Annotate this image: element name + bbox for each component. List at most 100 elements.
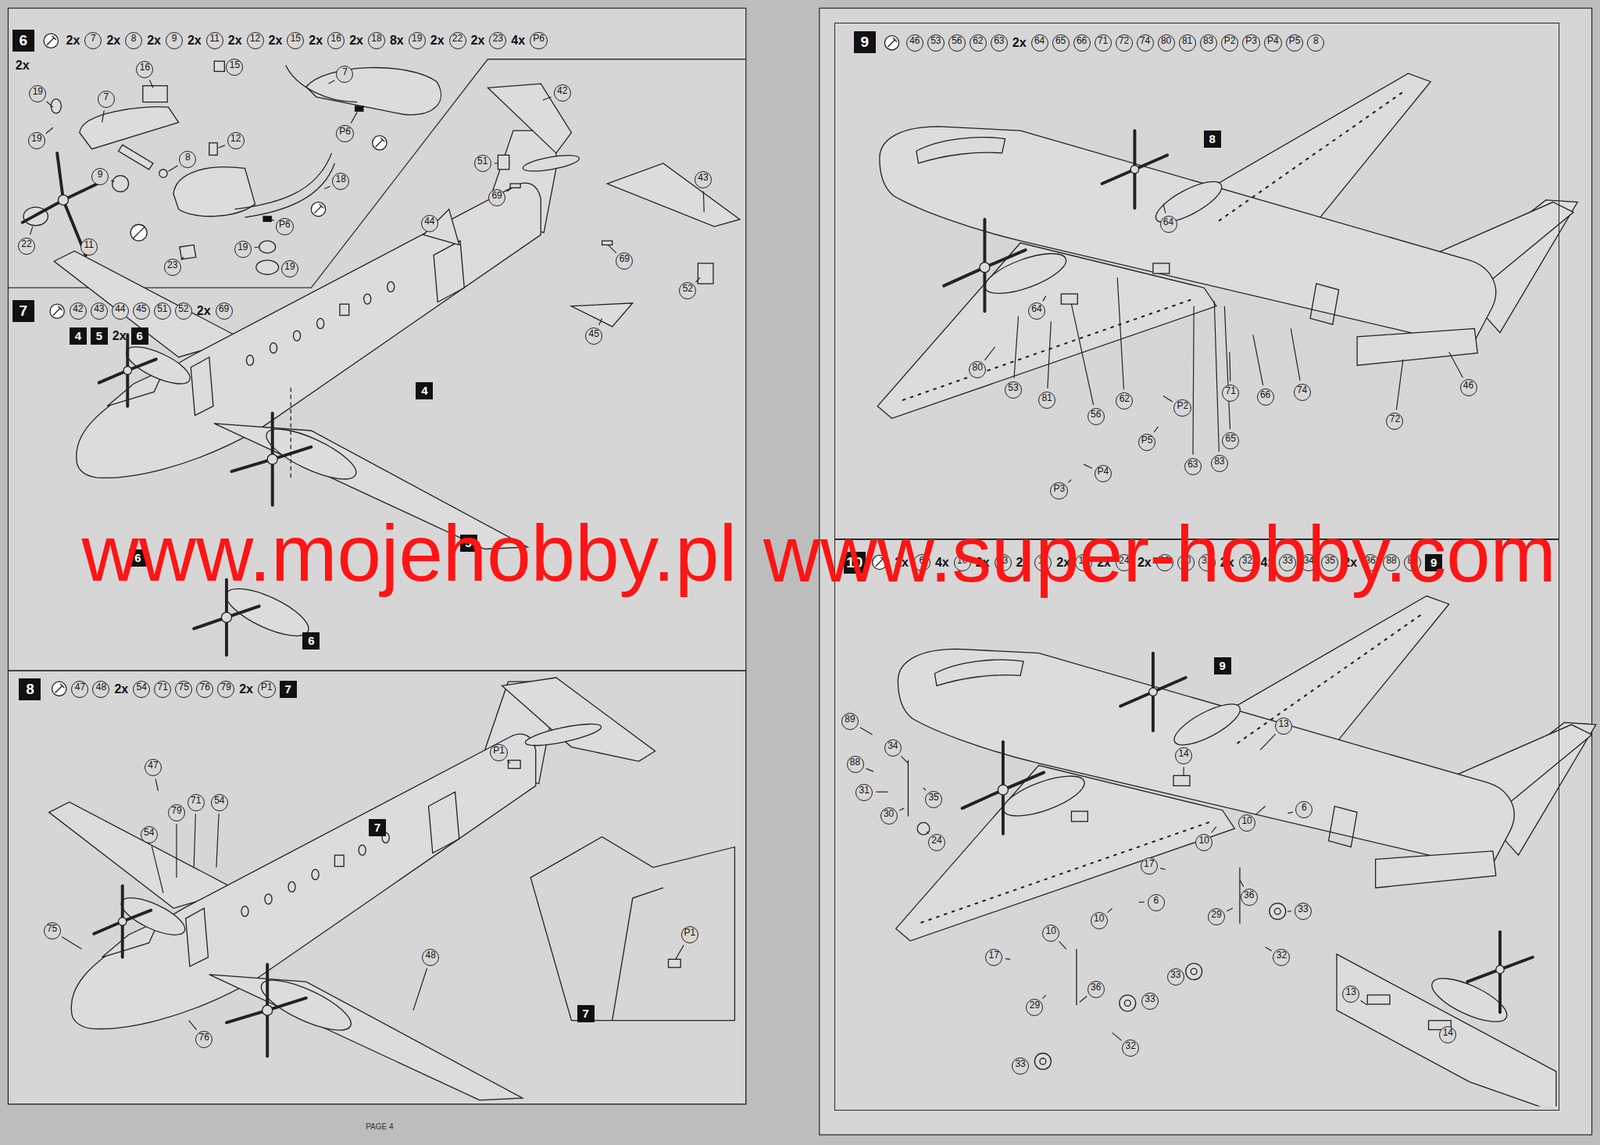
- leader-line: [1163, 203, 1166, 214]
- callout-number: 7: [97, 90, 115, 108]
- quantity-mark: 2x: [196, 303, 212, 318]
- callout-number: 66: [1073, 34, 1091, 52]
- callout-number: 33: [1167, 967, 1185, 986]
- step-panel: 10: [834, 539, 1559, 1111]
- leader-line: [193, 813, 196, 868]
- callout-number: 75: [175, 680, 193, 698]
- parts-list: 452x6: [69, 327, 149, 345]
- leader-line: [1014, 316, 1018, 379]
- callout-number: 33: [1294, 902, 1312, 920]
- callout-number: P6: [335, 125, 354, 143]
- leader-line: [1449, 351, 1464, 378]
- leader-line: [1059, 940, 1067, 949]
- leader-line: [494, 162, 499, 164]
- leader-line: [46, 127, 54, 134]
- watermark: www.super-hobby.com: [763, 514, 1557, 594]
- callout-number: 36: [1240, 888, 1258, 906]
- leader-line: [1139, 901, 1145, 903]
- leader-line: [1047, 321, 1051, 389]
- callout-number: 31: [855, 783, 873, 801]
- callout-number: 12: [246, 32, 265, 50]
- leader-line: [1117, 277, 1124, 390]
- leader-line: [1239, 879, 1244, 887]
- callout-number: P4: [1264, 34, 1283, 52]
- step-number: 8: [18, 678, 41, 700]
- callout-number: 12: [227, 132, 245, 150]
- callout-number: 54: [210, 793, 229, 811]
- callout-number: 6: [1295, 800, 1313, 818]
- leader-line: [189, 1020, 197, 1030]
- callout-number: 32: [1272, 948, 1290, 966]
- leader-line: [110, 180, 115, 182]
- callout-number: 33: [1011, 1057, 1029, 1075]
- callout-number: 56: [948, 34, 966, 52]
- callout-number: 79: [217, 680, 235, 698]
- leader-line: [1226, 907, 1233, 911]
- callout-number: 11: [206, 32, 224, 50]
- callout-number: P2: [1221, 34, 1240, 52]
- assembly-ref: 9: [1214, 657, 1232, 675]
- callout-number: 76: [196, 680, 214, 698]
- leader-line: [1163, 396, 1173, 402]
- leader-line: [1042, 296, 1047, 302]
- assembly-ref: 4: [415, 382, 433, 400]
- callout-number: P1: [489, 743, 508, 761]
- callout-number: 13: [1342, 985, 1360, 1003]
- assembly-ref: 8: [1203, 130, 1222, 148]
- callout-number: 8: [178, 150, 197, 168]
- callout-number: P6: [275, 217, 294, 236]
- leader-line: [1265, 946, 1272, 951]
- parts-list: 2x72x82x92x112x122x152x162x188x192x222x2…: [65, 32, 548, 50]
- callout-number: 10: [1195, 833, 1213, 851]
- leader-line: [1287, 910, 1292, 911]
- callout-number: 23: [164, 258, 182, 276]
- leader-line: [168, 165, 179, 172]
- callout-number: 74: [1293, 383, 1311, 401]
- callout-number: 23: [489, 32, 507, 50]
- callout-number: 51: [153, 302, 172, 320]
- step-number: 9: [853, 31, 876, 54]
- callout-number: 29: [1025, 998, 1043, 1016]
- callout-number: 52: [175, 302, 193, 320]
- leader-line: [866, 767, 875, 772]
- callout-number: 69: [215, 302, 233, 320]
- leader-line: [1214, 300, 1219, 452]
- quantity-mark: 2x: [113, 682, 129, 697]
- callout-number: 6: [1147, 893, 1165, 911]
- leader-line: [1228, 351, 1231, 381]
- callout-number: 24: [928, 833, 946, 851]
- callout-number: 81: [1038, 391, 1056, 409]
- leader-line: [1079, 996, 1087, 1003]
- assembly-ref: 6: [131, 327, 149, 345]
- callout-number: 71: [1221, 384, 1240, 402]
- callout-number: 72: [1115, 34, 1133, 52]
- leader-line: [1290, 328, 1300, 380]
- leader-line: [150, 79, 154, 88]
- callout-number: 19: [28, 132, 46, 150]
- callout-number: 81: [1178, 34, 1197, 52]
- callout-number: 89: [841, 712, 859, 730]
- assembly-ref: 7: [368, 818, 386, 836]
- leader-line: [900, 756, 908, 764]
- leader-line: [151, 846, 164, 893]
- leader-line: [1153, 426, 1158, 433]
- callout-number: 71: [1094, 34, 1112, 52]
- callout-number: 36: [1087, 980, 1105, 998]
- leader-line: [1260, 733, 1276, 750]
- callout-number: 76: [195, 1030, 213, 1048]
- leader-line: [1112, 1032, 1122, 1040]
- callout-number: 64: [1028, 302, 1046, 320]
- callout-number: 10: [1042, 924, 1060, 942]
- quantity-mark: 2x: [227, 33, 243, 48]
- callout-number: 16: [135, 60, 154, 79]
- callout-number: 44: [421, 214, 439, 233]
- leader-line: [61, 936, 82, 950]
- callout-number: 65: [1052, 34, 1070, 52]
- leader-line: [1067, 479, 1072, 483]
- callout-number: 88: [846, 755, 865, 773]
- leader-line: [703, 191, 705, 213]
- leader-line: [1160, 867, 1165, 870]
- callout-number: 32: [1121, 1039, 1140, 1057]
- callout-number: 72: [1385, 412, 1404, 430]
- callout-number: 48: [421, 948, 440, 966]
